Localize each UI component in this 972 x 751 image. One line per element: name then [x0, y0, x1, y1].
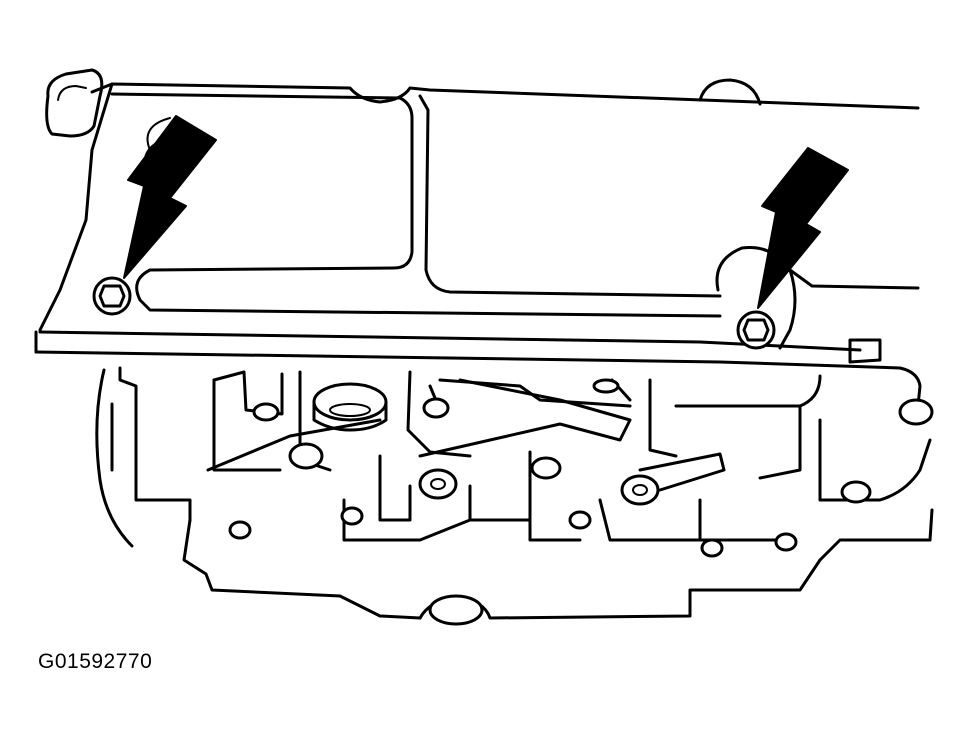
left-bolt	[92, 276, 132, 316]
right-bolt	[736, 310, 776, 350]
flange	[34, 330, 922, 408]
bosses	[228, 378, 934, 626]
upper-cover	[38, 68, 920, 364]
left-bolt-arrow	[123, 115, 217, 279]
right-bolt-arrow	[757, 147, 849, 309]
figure-id-label: G01592770	[38, 650, 153, 673]
lower-housing	[95, 366, 934, 620]
